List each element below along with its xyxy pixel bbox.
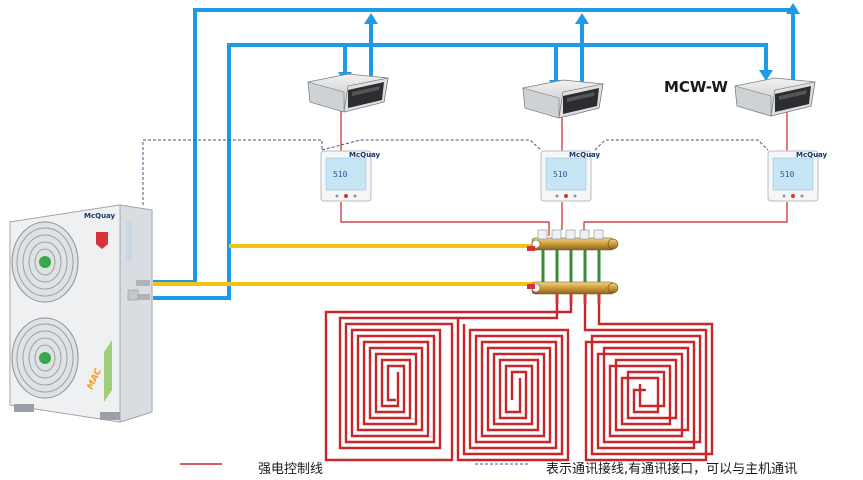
water-pipe-inner	[153, 43, 768, 300]
water-pipe-network	[153, 8, 795, 300]
fan-grille-top	[11, 221, 79, 303]
arrow-up-1	[364, 13, 378, 24]
floor-heating-manifold	[527, 229, 619, 304]
comm-line	[142, 139, 769, 205]
floor-coil-2	[456, 318, 570, 462]
control-lines	[340, 110, 788, 236]
arrow-up-2	[575, 13, 589, 24]
thermostat-3: McQuay 510	[767, 150, 828, 202]
water-pipe-outer	[153, 8, 795, 284]
outdoor-unit-brand: McQuay	[84, 212, 116, 220]
fan-grille-bottom	[11, 317, 79, 399]
thermostat-2: McQuay 510	[540, 150, 601, 202]
supply-pipes	[153, 244, 536, 286]
outdoor-unit: McQuay MAC	[9, 204, 153, 423]
fan-coil-unit-3	[734, 77, 816, 117]
floor-heating-coils	[324, 304, 714, 462]
legend-dashed-line-text: 表示通讯接线,有通讯接口，可以与主机通讯	[546, 462, 798, 477]
floor-coil-1	[324, 304, 573, 462]
arrow-up-3	[786, 3, 800, 14]
fan-coil-unit-1	[307, 73, 389, 113]
thermostat-1: McQuay 510	[320, 150, 381, 202]
thermostat-brand: McQuay	[569, 151, 601, 159]
fan-coil-unit-2	[522, 79, 604, 119]
thermostat-brand: McQuay	[349, 151, 381, 159]
outdoor-unit-badge	[96, 232, 108, 249]
thermostat-display: 510	[780, 170, 795, 179]
thermostat-display: 510	[333, 170, 348, 179]
legend-red-line-text: 强电控制线	[258, 462, 324, 477]
indoor-unit-model-label: MCW-W	[664, 78, 728, 96]
arrow-down-3	[759, 70, 773, 81]
thermostat-brand: McQuay	[796, 151, 828, 159]
thermostat-display: 510	[553, 170, 568, 179]
floor-coil-3	[583, 304, 714, 462]
